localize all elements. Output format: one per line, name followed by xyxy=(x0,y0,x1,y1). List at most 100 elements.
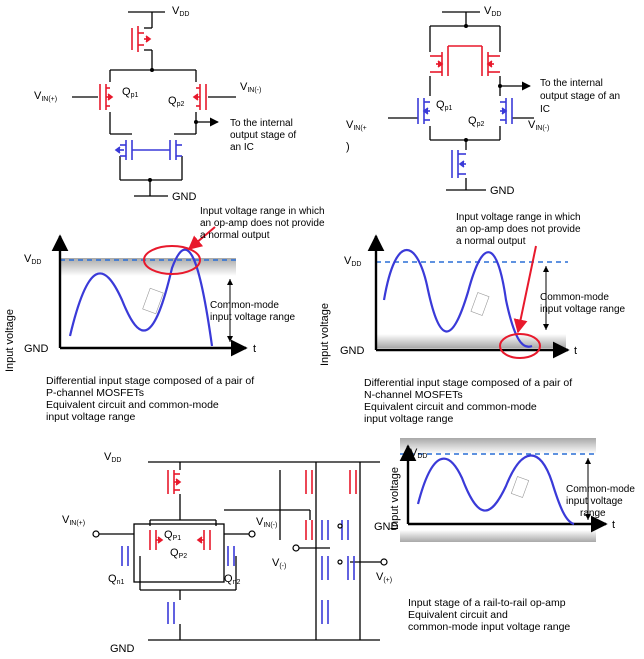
qP2-label-c: QP2 xyxy=(170,547,187,560)
callout-circle-a xyxy=(143,245,201,275)
cm-arrow-top-b xyxy=(543,266,549,272)
nonnormal-2-b: an op-amp does not provide xyxy=(456,224,581,235)
t-axis-label-b: t xyxy=(574,345,577,357)
nmos-mirror-a xyxy=(114,140,182,160)
pmos-source-a xyxy=(131,26,152,52)
cm-2-a: input voltage range xyxy=(210,312,296,323)
vdd-axis-label-c: VDD xyxy=(410,447,427,460)
sine-wave-c xyxy=(416,454,575,526)
graph-rail-to-rail xyxy=(399,438,608,542)
gnd-axis-label-b: GND xyxy=(340,345,365,357)
nmos-qp1-b xyxy=(417,98,430,124)
pmos-qp2-a xyxy=(192,84,207,110)
gnd-axis-label-a: GND xyxy=(24,343,49,355)
qp1-label-a: Qp1 xyxy=(122,86,138,99)
nodes-c xyxy=(92,523,388,566)
vplus-label-c: V(+) xyxy=(376,571,392,584)
cm-arrow-bot-b xyxy=(543,324,549,330)
sine-wave-b xyxy=(382,249,533,348)
vdd-label-a: VDD xyxy=(172,5,189,18)
to-internal-1-b: To the internal xyxy=(540,78,603,89)
sine-wave-a xyxy=(68,248,214,347)
to-internal-1-a: To the internal xyxy=(230,118,293,129)
vin-plus-label-c: VIN(+) xyxy=(62,514,85,527)
to-internal-3-a: an IC xyxy=(230,142,254,153)
glare-b xyxy=(470,292,490,316)
caption-pch-line-3: Equivalent circuit and common-mode xyxy=(46,399,219,411)
caption-pch-line-1: Differential input stage composed of a p… xyxy=(46,375,254,387)
nonnormal-3-b: a normal output xyxy=(456,236,526,247)
caption-rail-to-rail: Input stage of a rail-to-rail op-amp Equ… xyxy=(408,597,570,633)
nodes-b xyxy=(464,24,502,142)
callout-arrow-a xyxy=(187,226,216,250)
caption-nch-line-1: Differential input stage composed of a p… xyxy=(364,377,572,389)
input-voltage-label-b: Input voltage xyxy=(319,303,331,366)
qp2-label-a: Qp2 xyxy=(168,95,184,108)
caption-pchannel: Differential input stage composed of a p… xyxy=(46,375,254,423)
cm-3-c: range xyxy=(580,508,606,519)
cm-arrow-bot-c xyxy=(585,514,591,520)
gnd-label-b: GND xyxy=(490,185,515,197)
cm-2-b: input voltage range xyxy=(540,304,626,315)
caption-nchannel: Differential input stage composed of a p… xyxy=(364,377,572,425)
qn1-label-c: Qn1 xyxy=(108,573,124,586)
vdd-axis-label-a: VDD xyxy=(24,253,41,266)
gnd-label-c: GND xyxy=(110,643,135,655)
band-bot-c xyxy=(400,530,596,542)
qp2-label-b: Qp2 xyxy=(468,115,484,128)
callout-circle-b xyxy=(499,333,541,359)
graph-nchannel xyxy=(367,234,570,359)
caption-nch-line-3: Equivalent circuit and common-mode xyxy=(364,401,537,413)
caption-nch-line-2: N-channel MOSFETs xyxy=(364,389,463,401)
pmos-qp1-a xyxy=(99,84,114,110)
pmos-mirror-b xyxy=(430,45,500,76)
cm-2-c: input voltage xyxy=(566,496,623,507)
vin-plus-label-b: VIN(+ xyxy=(346,119,367,132)
to-internal-2-a: output stage of xyxy=(230,130,296,141)
to-internal-3-b: IC xyxy=(540,104,550,115)
callout-arrow-b xyxy=(513,245,537,334)
qp1-label-b: Qp1 xyxy=(436,99,452,112)
circuit-pchannel xyxy=(72,11,236,197)
gnd-axis-label-c: GND xyxy=(374,521,399,533)
vin-plus-label-b-tail: ) xyxy=(346,141,350,153)
vdd-label-b: VDD xyxy=(484,5,501,18)
cm-1-b: Common-mode xyxy=(540,292,609,303)
caption-nch-line-4: input voltage range xyxy=(364,413,453,425)
nodes-a xyxy=(148,68,198,182)
nonnormal-3-a: a normal output xyxy=(200,230,270,241)
nonnormal-1-b: Input voltage range in which xyxy=(456,212,581,223)
pmos-group-c xyxy=(149,470,357,550)
cm-arrow-top-a xyxy=(227,279,233,285)
cm-arrow-top-c xyxy=(585,458,591,464)
vminus-label-c: V(-) xyxy=(272,557,286,570)
vin-minus-label-b: VIN(-) xyxy=(528,119,549,132)
caption-rr-line-3: common-mode input voltage range xyxy=(408,621,570,633)
qP1-label-c: QP1 xyxy=(164,529,181,542)
nmos-source-b xyxy=(451,150,466,178)
nmos-group-c xyxy=(121,520,355,624)
vdd-axis-label-b: VDD xyxy=(344,255,361,268)
vin-minus-label-c: VIN(-) xyxy=(256,516,277,529)
cm-1-c: Common-mode xyxy=(566,484,635,495)
nonnormal-1-a: Input voltage range in which xyxy=(200,206,325,217)
cm-arrow-bot-a xyxy=(227,336,233,342)
t-axis-label-c: t xyxy=(612,519,615,531)
circuit-rail-to-rail xyxy=(98,461,384,641)
gnd-label-a: GND xyxy=(172,191,197,203)
band-top-c xyxy=(400,438,596,454)
nonnormal-2-a: an op-amp does not provide xyxy=(200,218,325,229)
t-axis-label-a: t xyxy=(253,343,256,355)
input-voltage-label-a: Input voltage xyxy=(4,309,16,372)
caption-rr-line-2: Equivalent circuit and xyxy=(408,609,508,621)
glare-c xyxy=(510,476,530,498)
vin-minus-label-a: VIN(-) xyxy=(240,81,261,94)
caption-rr-line-1: Input stage of a rail-to-rail op-amp xyxy=(408,597,566,609)
caption-pch-line-4: input voltage range xyxy=(46,411,135,423)
graph-pchannel xyxy=(51,226,248,357)
to-internal-2-b: output stage of an xyxy=(540,91,620,102)
nmos-qp2-b xyxy=(500,98,513,124)
vdd-label-c: VDD xyxy=(104,451,121,464)
qn2-label-c: Qn2 xyxy=(224,573,240,586)
